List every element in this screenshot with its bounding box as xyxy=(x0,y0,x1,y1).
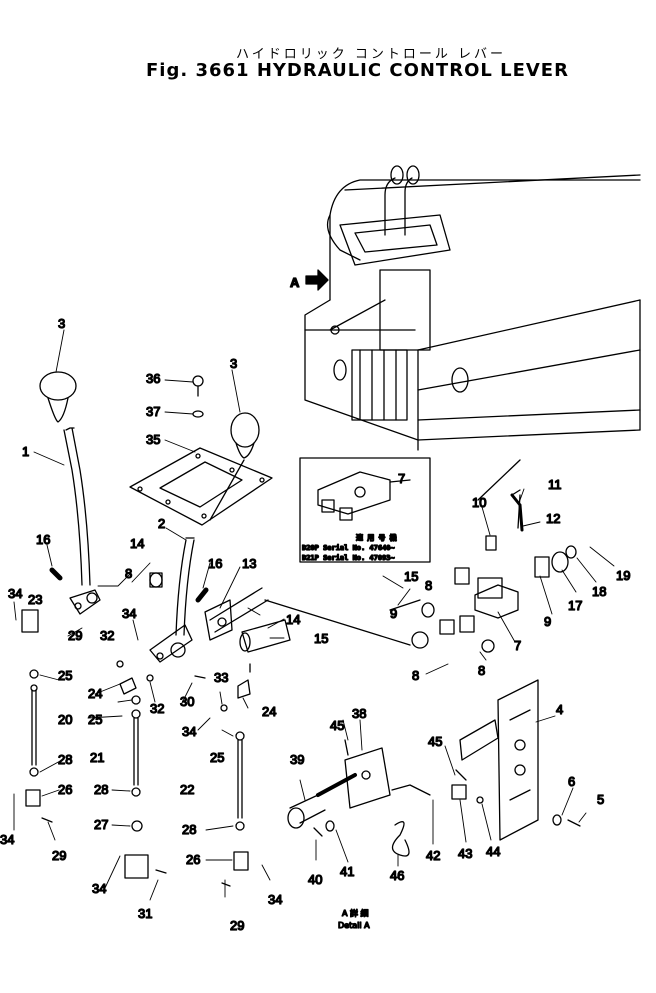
part-labels: 3 1 3 36 37 35 16 14 2 16 13 8 34 23 34 … xyxy=(0,315,631,933)
part-label: 40 xyxy=(308,872,322,887)
part-label: 34 xyxy=(8,586,22,601)
serial-heading: 適 用 号 機 xyxy=(356,533,397,542)
part-label: 16 xyxy=(208,556,222,571)
part-label: 26 xyxy=(58,782,72,797)
part-label: 39 xyxy=(290,752,304,767)
title-english: Fig. 3661 HYDRAULIC CONTROL LEVER xyxy=(146,60,569,81)
part-label: 6 xyxy=(568,774,575,789)
part-label: 46 xyxy=(390,868,404,883)
part-label: 25 xyxy=(58,668,72,683)
part-label: 43 xyxy=(458,846,472,861)
part-label: 12 xyxy=(546,511,560,526)
part-label: 42 xyxy=(426,848,440,863)
part-label: 2 xyxy=(158,516,165,531)
part-label: 3 xyxy=(58,316,65,331)
part-label: 8 xyxy=(125,566,132,581)
serial-row-1: D20P Serial No. 47640~ xyxy=(302,544,395,552)
gasket-plate xyxy=(129,447,273,526)
title-japanese: ハイドロリック コントロール レバー xyxy=(236,47,507,62)
part-label: 26 xyxy=(186,852,200,867)
arrow-a xyxy=(305,269,329,291)
part-label: 33 xyxy=(214,670,228,685)
part-label: 15 xyxy=(314,631,328,646)
left-lever xyxy=(39,371,101,615)
serial-inset xyxy=(299,457,431,563)
part-label: 45 xyxy=(330,718,344,733)
part-label: 14 xyxy=(130,536,144,551)
part-label: 34 xyxy=(122,606,136,621)
part-label: 16 xyxy=(36,532,50,547)
part-label: 5 xyxy=(597,792,604,807)
part-label: 38 xyxy=(352,706,366,721)
part-label: 7 xyxy=(398,471,405,486)
part-label: 27 xyxy=(94,817,108,832)
part-label: 31 xyxy=(138,906,152,921)
part-label: 22 xyxy=(180,782,194,797)
part-label: 8 xyxy=(412,668,419,683)
part-label: 9 xyxy=(544,614,551,629)
part-label: 13 xyxy=(242,556,256,571)
part-label: 45 xyxy=(428,734,442,749)
part-label: 1 xyxy=(22,444,29,459)
part-label: 11 xyxy=(548,477,562,492)
part-label: 19 xyxy=(616,568,630,583)
part-label: 17 xyxy=(568,598,582,613)
part-label: 32 xyxy=(150,701,164,716)
part-label: 34 xyxy=(268,892,282,907)
part-label: 4 xyxy=(556,702,563,717)
part-label: 30 xyxy=(180,694,194,709)
part-label: 24 xyxy=(262,704,276,719)
part-label: 10 xyxy=(472,495,486,510)
part-label: 35 xyxy=(146,432,160,447)
serial-row-2: D21P Serial No. 47093~ xyxy=(302,554,395,562)
arrow-a-label: A xyxy=(290,275,300,290)
part-label: 29 xyxy=(52,848,66,863)
part-label: 8 xyxy=(478,663,485,678)
part-label: 18 xyxy=(592,584,606,599)
part-label: 9 xyxy=(390,606,397,621)
leader-lines xyxy=(13,329,615,901)
part-label: 32 xyxy=(100,628,114,643)
machine-body-drawing xyxy=(304,165,641,451)
part-label: 28 xyxy=(58,752,72,767)
part-label: 24 xyxy=(88,686,102,701)
part-label: 23 xyxy=(28,592,42,607)
part-label: 34 xyxy=(182,724,196,739)
part-label: 25 xyxy=(88,712,102,727)
part-label: 37 xyxy=(146,404,160,419)
part-label: 7 xyxy=(514,638,521,653)
part-label: 14 xyxy=(286,612,300,627)
part-label: 25 xyxy=(210,750,224,765)
part-label: 29 xyxy=(230,918,244,933)
part-label: 36 xyxy=(146,371,160,386)
part-label: 15 xyxy=(404,569,418,584)
part-label: 21 xyxy=(90,750,104,765)
part-label: 34 xyxy=(92,881,106,896)
part-label: 28 xyxy=(94,782,108,797)
part-label: 20 xyxy=(58,712,72,727)
part-label: 34 xyxy=(0,832,14,847)
part-label: 28 xyxy=(182,822,196,837)
detail-label-en: Detail A xyxy=(338,921,370,930)
part-label: 29 xyxy=(68,628,82,643)
part-label: 44 xyxy=(486,844,500,859)
part-label: 41 xyxy=(340,864,354,879)
part-label: 8 xyxy=(425,578,432,593)
part-label: 3 xyxy=(230,356,237,371)
detail-label-jp: A 詳 細 xyxy=(342,908,369,918)
